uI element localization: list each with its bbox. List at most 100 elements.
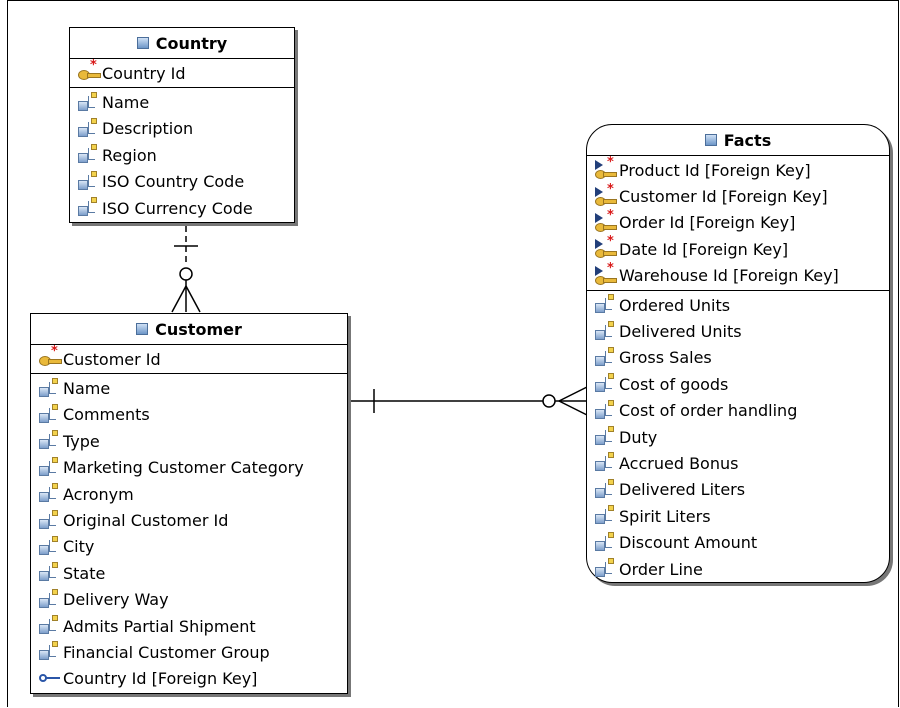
crowfoot-bottom xyxy=(558,400,588,416)
attribute-row[interactable]: Name xyxy=(70,89,294,115)
attribute-row[interactable]: City xyxy=(31,534,347,560)
attribute-row[interactable]: Delivery Way xyxy=(31,587,347,613)
attribute-row[interactable]: Ordered Units xyxy=(587,292,889,318)
primary-foreign-key-icon: * xyxy=(593,234,617,260)
entity-facts[interactable]: Facts *Product Id [Foreign Key]*Customer… xyxy=(586,124,890,583)
attribute-label: Delivered Liters xyxy=(619,480,746,500)
key-row[interactable]: *Order Id [Foreign Key] xyxy=(587,208,889,236)
attribute-row[interactable]: Duty xyxy=(587,424,889,450)
attribute-icon xyxy=(37,615,61,637)
crowfoot-right xyxy=(185,285,201,313)
attribute-label: Accrued Bonus xyxy=(619,453,739,473)
attribute-label: Marketing Customer Category xyxy=(63,458,304,478)
attribute-icon xyxy=(593,346,617,369)
attribute-icon xyxy=(593,478,617,501)
foreign-key-icon xyxy=(37,668,61,690)
attribute-row[interactable]: Cost of goods xyxy=(587,371,889,397)
relationship-customer-facts[interactable] xyxy=(349,386,588,416)
crowfoot-top xyxy=(558,386,588,402)
relationship-country-customer[interactable] xyxy=(171,226,201,313)
attribute-icon xyxy=(76,91,100,114)
attribute-label: Delivery Way xyxy=(63,590,169,610)
key-row[interactable]: *Date Id [Foreign Key] xyxy=(587,234,889,262)
attribute-label: Name xyxy=(102,93,150,113)
entity-title: Facts xyxy=(723,130,772,150)
key-label: Product Id [Foreign Key] xyxy=(619,160,811,180)
attribute-row[interactable]: Delivered Liters xyxy=(587,477,889,503)
attribute-icon xyxy=(37,456,61,479)
key-section: *Customer Id xyxy=(31,344,347,375)
foreign-key-row[interactable]: Country Id [Foreign Key] xyxy=(31,666,347,692)
attribute-row[interactable]: ISO Country Code xyxy=(70,169,294,195)
attribute-label: Discount Amount xyxy=(619,533,758,553)
attribute-icon xyxy=(37,509,61,532)
key-label: Date Id [Foreign Key] xyxy=(619,239,789,259)
attribute-row[interactable]: Delivered Units xyxy=(587,318,889,344)
key-row[interactable]: *Country Id xyxy=(70,58,294,86)
attribute-label: City xyxy=(63,537,95,557)
attribute-label: Type xyxy=(63,431,100,451)
key-label: Customer Id [Foreign Key] xyxy=(619,187,828,207)
attribute-label: Description xyxy=(102,119,194,139)
attribute-label: Ordered Units xyxy=(619,295,731,315)
attribute-icon xyxy=(76,170,100,193)
attribute-row[interactable]: ISO Currency Code xyxy=(70,195,294,221)
attribute-row[interactable]: Name xyxy=(31,375,347,401)
attribute-label: Spirit Liters xyxy=(619,506,711,526)
key-label: Customer Id xyxy=(63,349,161,369)
attribute-row[interactable]: Marketing Customer Category xyxy=(31,455,347,481)
primary-foreign-key-icon: * xyxy=(593,182,617,208)
attribute-row[interactable]: Acronym xyxy=(31,481,347,507)
attribute-row[interactable]: Region xyxy=(70,142,294,168)
attribute-icon xyxy=(37,562,61,584)
attribute-row[interactable]: Order Line xyxy=(587,556,889,582)
entity-title-bar: Facts xyxy=(587,125,889,156)
attribute-icon xyxy=(37,588,61,611)
entity-icon xyxy=(136,323,149,335)
key-row[interactable]: *Customer Id [Foreign Key] xyxy=(587,182,889,209)
attribute-label: Financial Customer Group xyxy=(63,642,270,662)
primary-key-icon: * xyxy=(76,58,101,84)
key-row[interactable]: *Product Id [Foreign Key] xyxy=(587,155,889,183)
attribute-icon xyxy=(76,117,100,140)
zero-marker xyxy=(179,267,193,281)
attribute-icon xyxy=(37,535,61,558)
diagram-frame xyxy=(7,0,899,707)
attribute-row[interactable]: Original Customer Id xyxy=(31,507,347,533)
attribute-row[interactable]: Type xyxy=(31,428,347,454)
attribute-icon xyxy=(37,483,61,505)
key-row[interactable]: *Customer Id xyxy=(31,344,347,372)
key-row[interactable]: *Warehouse Id [Foreign Key] xyxy=(587,261,889,289)
attribute-row[interactable]: Cost of order handling xyxy=(587,398,889,424)
attribute-icon xyxy=(593,320,617,343)
attribute-row[interactable]: Spirit Liters xyxy=(587,503,889,529)
attribute-icon xyxy=(37,403,61,426)
attribute-icon xyxy=(593,373,617,395)
attribute-row[interactable]: Comments xyxy=(31,402,347,428)
attribute-label: Duty xyxy=(619,427,658,447)
crowfoot-left xyxy=(171,285,187,313)
attribute-icon xyxy=(37,377,61,400)
attribute-icon xyxy=(593,531,617,554)
attribute-icon xyxy=(37,641,61,663)
attribute-label: Name xyxy=(63,379,111,399)
attribute-row[interactable]: Discount Amount xyxy=(587,529,889,555)
foreign-key-label: Country Id [Foreign Key] xyxy=(63,669,258,689)
attribute-row[interactable]: Gross Sales xyxy=(587,345,889,371)
entity-title-bar: Customer xyxy=(31,314,347,345)
attribute-row[interactable]: Description xyxy=(70,116,294,142)
attribute-label: Region xyxy=(102,145,157,165)
attribute-icon xyxy=(593,399,617,422)
attribute-row[interactable]: Admits Partial Shipment xyxy=(31,613,347,639)
attribute-row[interactable]: Financial Customer Group xyxy=(31,639,347,665)
entity-title: Customer xyxy=(155,319,242,339)
entity-title: Country xyxy=(155,33,228,53)
attribute-row[interactable]: State xyxy=(31,560,347,586)
attribute-row[interactable]: Accrued Bonus xyxy=(587,450,889,476)
